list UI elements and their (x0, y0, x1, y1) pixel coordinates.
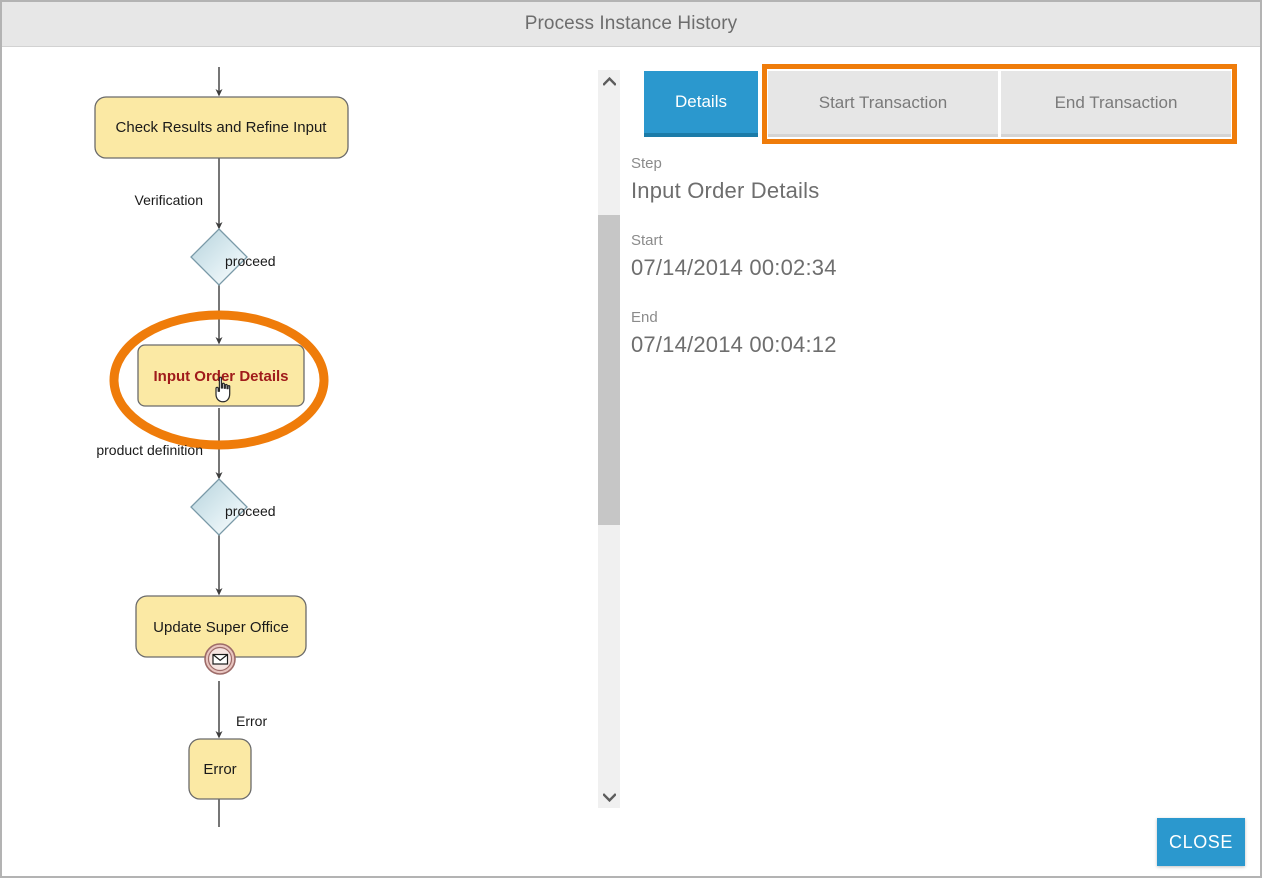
diagram-node-update-super-office[interactable]: Update Super Office (135, 595, 307, 658)
edge-label-proceed-1: proceed (225, 253, 276, 269)
tab-start-transaction[interactable]: Start Transaction (768, 71, 998, 137)
chevron-up-icon[interactable] (598, 70, 620, 92)
pointing-hand-cursor (215, 376, 231, 403)
diagram-node-check-results[interactable]: Check Results and Refine Input (94, 96, 349, 159)
diagram-node-label-active: Input Order Details (153, 368, 288, 385)
field-label: End (631, 309, 658, 326)
panel-tab-strip: Details Start Transaction End Transactio… (630, 64, 1250, 144)
envelope-icon[interactable] (204, 643, 236, 675)
diagram-node-input-order-details[interactable]: Input Order Details (137, 344, 305, 407)
scrollbar-thumb[interactable] (598, 215, 620, 525)
field-step: Step Input Order Details (631, 155, 1250, 204)
close-button[interactable]: CLOSE (1157, 818, 1245, 866)
edge-label-verification: Verification (135, 192, 203, 208)
field-label: Start (631, 232, 663, 249)
field-value: 07/14/2014 00:02:34 (631, 255, 837, 280)
field-label: Step (631, 155, 662, 172)
page-title: Process Instance History (524, 13, 738, 34)
field-end: End 07/14/2014 00:04:12 (631, 309, 1250, 358)
chevron-down-icon[interactable] (598, 786, 620, 808)
diagram-node-error[interactable]: Error (188, 738, 252, 800)
tab-label: Start Transaction (818, 92, 948, 112)
edge-label-error: Error (236, 713, 267, 729)
diagram-vertical-scrollbar[interactable] (598, 70, 620, 808)
dialog-title-bar: Process Instance History (2, 2, 1260, 47)
diagram-node-label: Update Super Office (153, 619, 289, 636)
field-value: 07/14/2014 00:04:12 (631, 332, 837, 357)
field-value: Input Order Details (631, 178, 820, 203)
close-button-label: CLOSE (1168, 831, 1234, 852)
field-start: Start 07/14/2014 00:02:34 (631, 232, 1250, 281)
diagram-gateway-verification[interactable] (190, 228, 248, 286)
details-field-list: Step Input Order Details Start 07/14/201… (630, 155, 1250, 358)
diagram-gateway-product-definition[interactable] (190, 478, 248, 536)
edge-label-product-definition: product definition (96, 442, 203, 458)
details-panel: Details Start Transaction End Transactio… (630, 64, 1250, 806)
highlight-ellipse (109, 310, 329, 450)
edge-label-proceed-2: proceed (225, 503, 276, 519)
tab-label: End Transaction (1054, 92, 1178, 112)
diagram-node-label: Error (203, 761, 236, 778)
tab-details[interactable]: Details (644, 71, 758, 137)
diagram-node-label: Check Results and Refine Input (116, 119, 328, 136)
tab-end-transaction[interactable]: End Transaction (1001, 71, 1231, 137)
tab-label: Details (675, 92, 727, 111)
process-diagram-canvas[interactable]: Check Results and Refine Input Verificat… (3, 49, 597, 875)
